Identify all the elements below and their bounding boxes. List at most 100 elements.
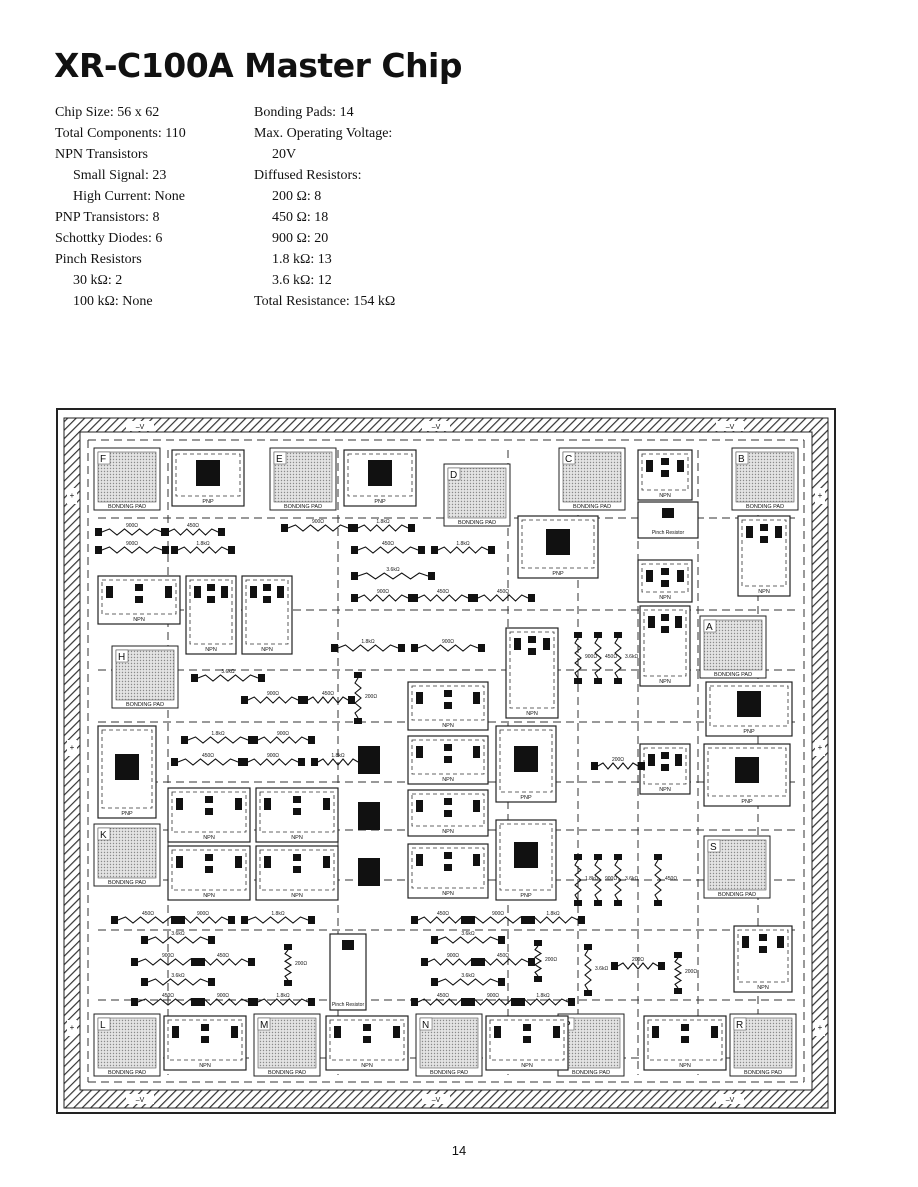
transistor-type-label: PNP: [374, 499, 386, 505]
transistor-type-label: NPN: [442, 723, 454, 729]
diffused-resistor: 3.6kΩ: [614, 854, 638, 906]
resistor-value: 450Ω: [162, 993, 174, 999]
pad-letter: R: [736, 1020, 743, 1031]
resistor-value: 1.8kΩ: [271, 911, 284, 917]
diffused-resistor: 3.6kΩ: [431, 931, 505, 944]
resistor-value: 200Ω: [365, 694, 377, 700]
npn-transistor: NPN: [407, 735, 489, 785]
transistor-type-label: NPN: [361, 1063, 373, 1069]
resistor-value: 900Ω: [492, 911, 504, 917]
transistor-type-label: PNP: [202, 499, 214, 505]
diffused-resistor: 450Ω: [594, 632, 617, 684]
diffused-resistor: 3.6kΩ: [351, 567, 435, 580]
diffused-resistor: 200Ω: [673, 952, 697, 994]
diffused-resistor: 900Ω: [131, 953, 205, 966]
npn-transistor: NPN: [167, 787, 251, 843]
diffused-resistor: 450Ω: [111, 911, 185, 924]
supply-label: –V: [136, 424, 145, 431]
diffused-resistor: 3.6kΩ: [141, 973, 215, 986]
resistor-value: 3.6kΩ: [461, 973, 474, 979]
side-label: +: [818, 1023, 823, 1032]
resistor-value: 3.6kΩ: [461, 931, 474, 937]
npn-transistor: NPN: [407, 681, 489, 731]
spec-right-line: Total Resistance: 154 kΩ: [254, 294, 396, 309]
pad-caption: BONDING PAD: [268, 1070, 306, 1076]
resistor-value: 450Ω: [497, 953, 509, 959]
npn-transistor: NPN: [407, 843, 489, 899]
pnp-transistor: PNP: [171, 449, 245, 507]
diffused-resistor: 450Ω: [411, 993, 475, 1006]
pad-caption: BONDING PAD: [108, 504, 146, 510]
resistor-value: 1.8kΩ: [331, 753, 344, 759]
resistor-value: 3.6kΩ: [625, 654, 638, 660]
diffused-resistor: 900Ω: [95, 541, 169, 554]
supply-label: –V: [726, 424, 735, 431]
pad-letter: B: [738, 454, 745, 465]
npn-transistor: NPN: [97, 575, 181, 625]
pad-caption: BONDING PAD: [718, 892, 756, 898]
spec-left-line: PNP Transistors: 8: [55, 210, 160, 225]
npn-transistor: NPN: [733, 925, 793, 993]
resistor-value: 900Ω: [162, 953, 174, 959]
transistor-type-label: NPN: [291, 893, 303, 899]
supply-label: –V: [136, 1097, 145, 1104]
pnp-transistor: PNP: [495, 725, 557, 803]
diffused-resistor: 900Ω: [171, 911, 235, 924]
npn-transistor: NPN: [255, 787, 339, 843]
transistor-type-label: NPN: [659, 679, 671, 685]
resistor-value: 450Ω: [437, 993, 449, 999]
npn-transistor: NPN: [505, 627, 559, 719]
diffused-resistor: 900Ω: [241, 753, 305, 766]
supply-label: –V: [432, 424, 441, 431]
diffused-resistor: 450Ω: [301, 691, 355, 704]
diffused-resistor: 1.8kΩ: [241, 911, 315, 924]
resistor-value: 900Ω: [126, 541, 138, 547]
diffused-resistor: 1.8kΩ: [251, 993, 315, 1006]
pad-caption: BONDING PAD: [744, 1070, 782, 1076]
npn-transistor: NPN: [185, 575, 237, 655]
transistor-type-label: NPN: [203, 893, 215, 899]
pad-caption: BONDING PAD: [572, 1070, 610, 1076]
resistor-value: 200Ω: [685, 969, 697, 975]
pad-caption: BONDING PAD: [108, 880, 146, 886]
transistor-type-label: NPN: [203, 835, 215, 841]
pinch-resistor: Pinch Resistor: [329, 933, 367, 1011]
schottky-diode: [358, 802, 380, 830]
resistor-value: 900Ω: [126, 523, 138, 529]
spec-left-line: 30 kΩ: 2: [73, 273, 123, 288]
resistor-value: 900Ω: [267, 691, 279, 697]
pnp-transistor: PNP: [97, 725, 157, 819]
transistor-type-label: NPN: [442, 777, 454, 783]
diffused-resistor: 1.8kΩ: [431, 541, 495, 554]
resistor-value: 450Ω: [605, 654, 617, 660]
pnp-transistor: PNP: [495, 819, 557, 901]
diffused-resistor: 1.8kΩ: [311, 753, 365, 766]
diffused-resistor: 450Ω: [471, 589, 535, 602]
pad-letter: S: [710, 842, 717, 853]
diffused-resistor: 450Ω: [161, 523, 225, 536]
transistor-type-label: NPN: [659, 493, 671, 499]
diffused-resistor: 200Ω: [591, 757, 645, 770]
npn-transistor: NPN: [167, 845, 251, 901]
npn-transistor: NPN: [485, 1015, 569, 1071]
spec-right-line: 200 Ω: 8: [272, 189, 322, 204]
spec-right-line: Diffused Resistors:: [254, 168, 362, 183]
diffused-resistor: 3.6kΩ: [141, 931, 215, 944]
resistor-value: 1.8kΩ: [536, 993, 549, 999]
npn-transistor: NPN: [643, 1015, 727, 1071]
transistor-type-label: NPN: [659, 787, 671, 793]
resistor-value: 3.6kΩ: [386, 567, 399, 573]
diffused-resistor: 1.8kΩ: [511, 993, 575, 1006]
pnp-transistor: PNP: [705, 681, 793, 737]
spec-right-line: 900 Ω: 20: [272, 231, 329, 246]
transistor-type-label: NPN: [521, 1063, 533, 1069]
pad-letter: M: [260, 1020, 268, 1031]
bonding-pad-s: S BONDING PAD: [703, 835, 771, 899]
